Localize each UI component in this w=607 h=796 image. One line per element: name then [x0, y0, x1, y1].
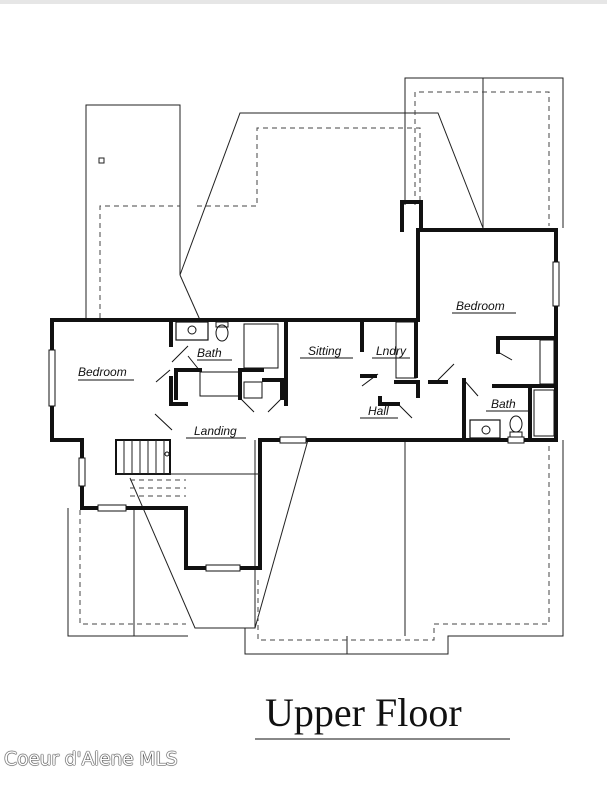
room-label-landing: Landing — [194, 424, 237, 438]
roof-outlines — [67, 77, 564, 655]
room-label-hall: Hall — [368, 404, 389, 418]
room-label-bath-left: Bath — [197, 346, 222, 360]
stairs — [115, 439, 260, 497]
overhang-lines — [79, 91, 550, 641]
room-label-sitting: Sitting — [308, 344, 342, 358]
windows — [48, 261, 560, 572]
exterior-walls — [50, 200, 558, 570]
room-labels: Bedroom Bath Sitting Lndry Bedroom Hall … — [78, 299, 528, 439]
floor-title: Upper Floor — [265, 690, 462, 735]
watermark: Coeur d'Alene MLS — [4, 748, 178, 770]
room-label-bedroom-right: Bedroom — [456, 299, 505, 313]
fixtures — [175, 321, 555, 439]
room-label-bath-right: Bath — [491, 397, 516, 411]
top-border-strip — [0, 0, 607, 4]
room-label-bedroom-left: Bedroom — [78, 365, 127, 379]
door-swings — [154, 345, 513, 431]
room-label-laundry: Lndry — [376, 344, 407, 358]
